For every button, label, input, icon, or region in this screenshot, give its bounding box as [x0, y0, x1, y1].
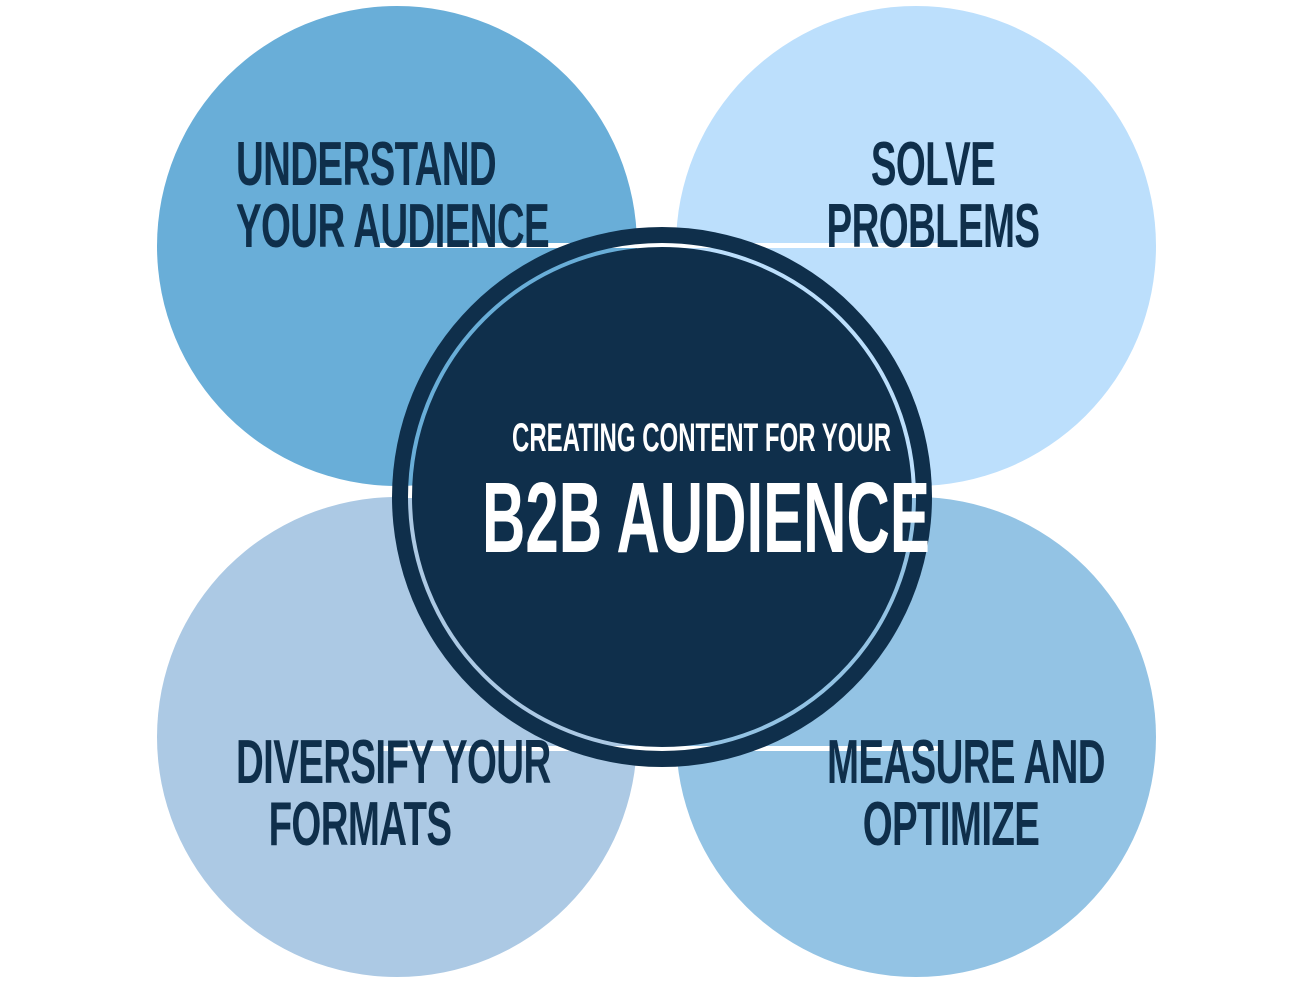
- label-line: FORMATS: [268, 790, 452, 859]
- label-measure-optimize: MEASURE AND OPTIMIZE: [751, 732, 1151, 856]
- center-circle: [392, 227, 932, 767]
- center-title: B2B AUDIENCE: [362, 466, 962, 570]
- center-title-text: B2B AUDIENCE: [482, 462, 930, 574]
- label-line: UNDERSTAND: [236, 130, 497, 199]
- label-line: DIVERSIFY YOUR: [236, 728, 551, 797]
- label-line: YOUR AUDIENCE: [236, 192, 550, 261]
- label-line: MEASURE AND: [827, 728, 1106, 797]
- label-diversify-formats: DIVERSIFY YOUR FORMATS: [160, 732, 560, 856]
- center-subtitle: CREATING CONTENT FOR YOUR: [412, 416, 912, 460]
- label-line: PROBLEMS: [826, 192, 1041, 261]
- label-line: OPTIMIZE: [862, 790, 1040, 859]
- label-line: SOLVE: [870, 130, 996, 199]
- label-understand-audience: UNDERSTAND YOUR AUDIENCE: [160, 134, 560, 258]
- center-subtitle-text: CREATING CONTENT FOR YOUR: [512, 416, 892, 460]
- label-solve-problems: SOLVE PROBLEMS: [733, 134, 1133, 258]
